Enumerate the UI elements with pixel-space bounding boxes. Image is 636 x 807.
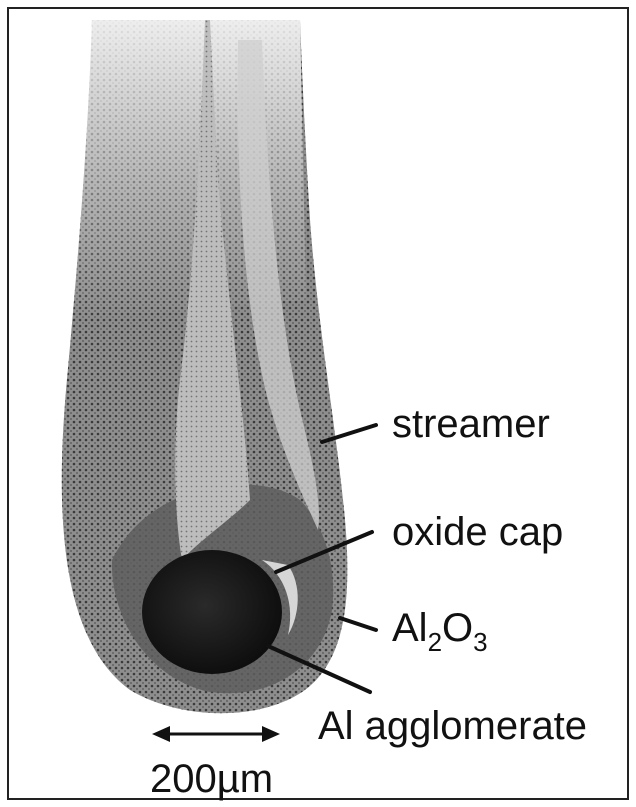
label-scale-bar: 200µm: [150, 759, 273, 799]
al2o3-part1: Al: [392, 606, 428, 650]
label-al2o3: Al2O3: [392, 608, 488, 648]
al2o3-sub1: 2: [428, 627, 442, 657]
al2o3-sub2: 3: [473, 627, 487, 657]
label-al-agglomerate: Al agglomerate: [318, 706, 587, 746]
al2o3-part2: O: [442, 606, 473, 650]
label-streamer: streamer: [392, 404, 550, 444]
al-agglomerate-particle: [142, 550, 282, 674]
label-oxide-cap: oxide cap: [392, 512, 563, 552]
